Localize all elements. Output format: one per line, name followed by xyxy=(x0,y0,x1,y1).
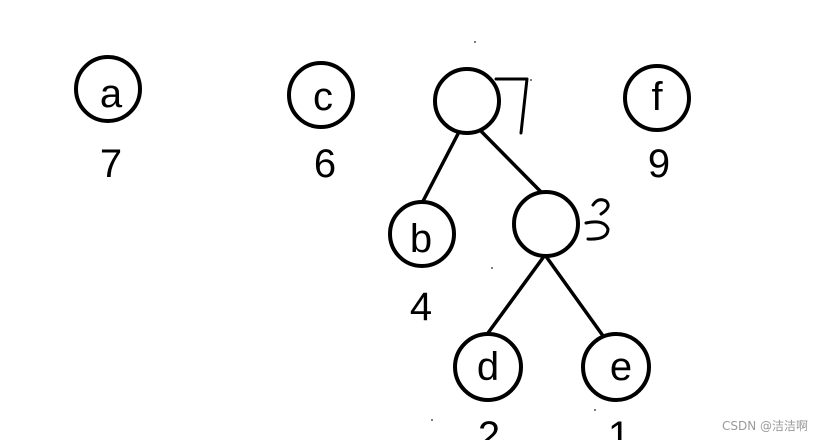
node-e: e xyxy=(581,332,651,402)
speck xyxy=(530,79,532,81)
node-c-weight: 6 xyxy=(314,142,336,186)
edge-internal-e xyxy=(543,253,608,342)
svg-text:3: 3 xyxy=(587,200,609,244)
node-b: b xyxy=(388,200,456,268)
node-a-label: a xyxy=(100,72,123,116)
node-c: c xyxy=(287,61,355,129)
specks xyxy=(431,41,596,421)
node-e-circle xyxy=(581,332,651,402)
edge-root-b xyxy=(419,128,462,207)
node-c-label: c xyxy=(313,75,333,119)
speck xyxy=(431,419,433,421)
node-f-circle xyxy=(623,64,691,132)
node-a-weight: 7 xyxy=(100,142,122,186)
node-internal xyxy=(512,190,580,258)
node-c-circle xyxy=(287,61,355,129)
node-d-circle xyxy=(453,332,523,402)
svg-text:7: 7 xyxy=(501,85,523,129)
tree-edges xyxy=(419,123,608,342)
node-root-weight: 7 xyxy=(494,77,529,135)
node-root-circle xyxy=(433,67,501,135)
node-b-weight: 4 xyxy=(410,285,432,329)
node-f: f xyxy=(623,64,691,132)
watermark: CSDN @洁洁啊 xyxy=(722,419,808,433)
root-weight-handwritten-7 xyxy=(494,77,529,135)
node-a: a xyxy=(74,55,142,123)
node-b-label: b xyxy=(410,217,432,261)
node-internal-weight: 3 xyxy=(584,198,610,244)
node-e-label: e xyxy=(610,345,632,389)
node-a-circle xyxy=(74,55,142,123)
node-f-label: f xyxy=(651,75,663,119)
node-d-label: d xyxy=(477,345,499,389)
internal-weight-handwritten-3 xyxy=(584,198,610,241)
node-root xyxy=(433,67,501,135)
edge-internal-d xyxy=(486,253,547,335)
node-b-circle xyxy=(388,200,456,268)
node-internal-circle xyxy=(512,190,580,258)
node-f-weight: 9 xyxy=(648,142,670,186)
speck xyxy=(474,41,476,43)
speck xyxy=(594,409,596,411)
edge-root-internal xyxy=(473,123,547,198)
node-d-weight: 2 xyxy=(478,414,500,440)
node-e-weight: 1 xyxy=(608,414,630,440)
node-d: d xyxy=(453,332,523,402)
speck xyxy=(491,267,493,269)
